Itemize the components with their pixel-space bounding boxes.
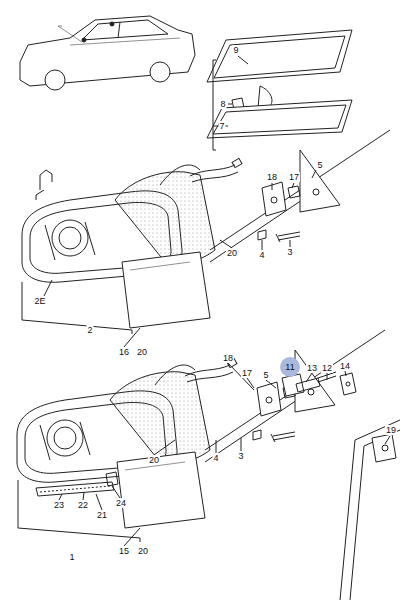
callout-number: 20 xyxy=(136,347,148,357)
callout-number: 1 xyxy=(68,552,75,562)
callout-number: 24 xyxy=(115,498,127,508)
callout-number: 3 xyxy=(286,247,293,257)
callout-number: 22 xyxy=(77,500,89,510)
callout-number: 18 xyxy=(222,353,234,363)
callout-number: 15 xyxy=(118,546,130,556)
callout-number: 20 xyxy=(226,248,238,258)
callout-number: 18 xyxy=(266,172,278,182)
callout-number: 20 xyxy=(137,546,149,556)
callout-number: 5 xyxy=(262,370,269,380)
callout-number: 4 xyxy=(258,250,265,260)
callout-number: 17 xyxy=(288,172,300,182)
callout-number: 17 xyxy=(241,368,253,378)
callout-number: 7 xyxy=(218,121,225,131)
callout-number: 3 xyxy=(237,451,244,461)
callout-number: 14 xyxy=(339,361,351,371)
callout-number: 12 xyxy=(321,363,333,373)
callout-number: 4 xyxy=(212,453,219,463)
callout-number: 11 xyxy=(285,362,294,372)
callout-number: 2 xyxy=(86,325,93,335)
callout-number: 2E xyxy=(33,296,46,306)
callout-number: 20 xyxy=(148,455,160,465)
callout-number: 5 xyxy=(316,160,323,170)
callout-number: 23 xyxy=(53,500,65,510)
callout-number: 8 xyxy=(219,99,226,109)
callout-number: 13 xyxy=(306,363,318,373)
callout-number: 19 xyxy=(385,425,397,435)
callout-number: 16 xyxy=(118,347,130,357)
highlight-circle: 11 xyxy=(280,357,300,377)
callout-number: 9 xyxy=(232,45,239,55)
callout-number: 21 xyxy=(96,510,108,520)
